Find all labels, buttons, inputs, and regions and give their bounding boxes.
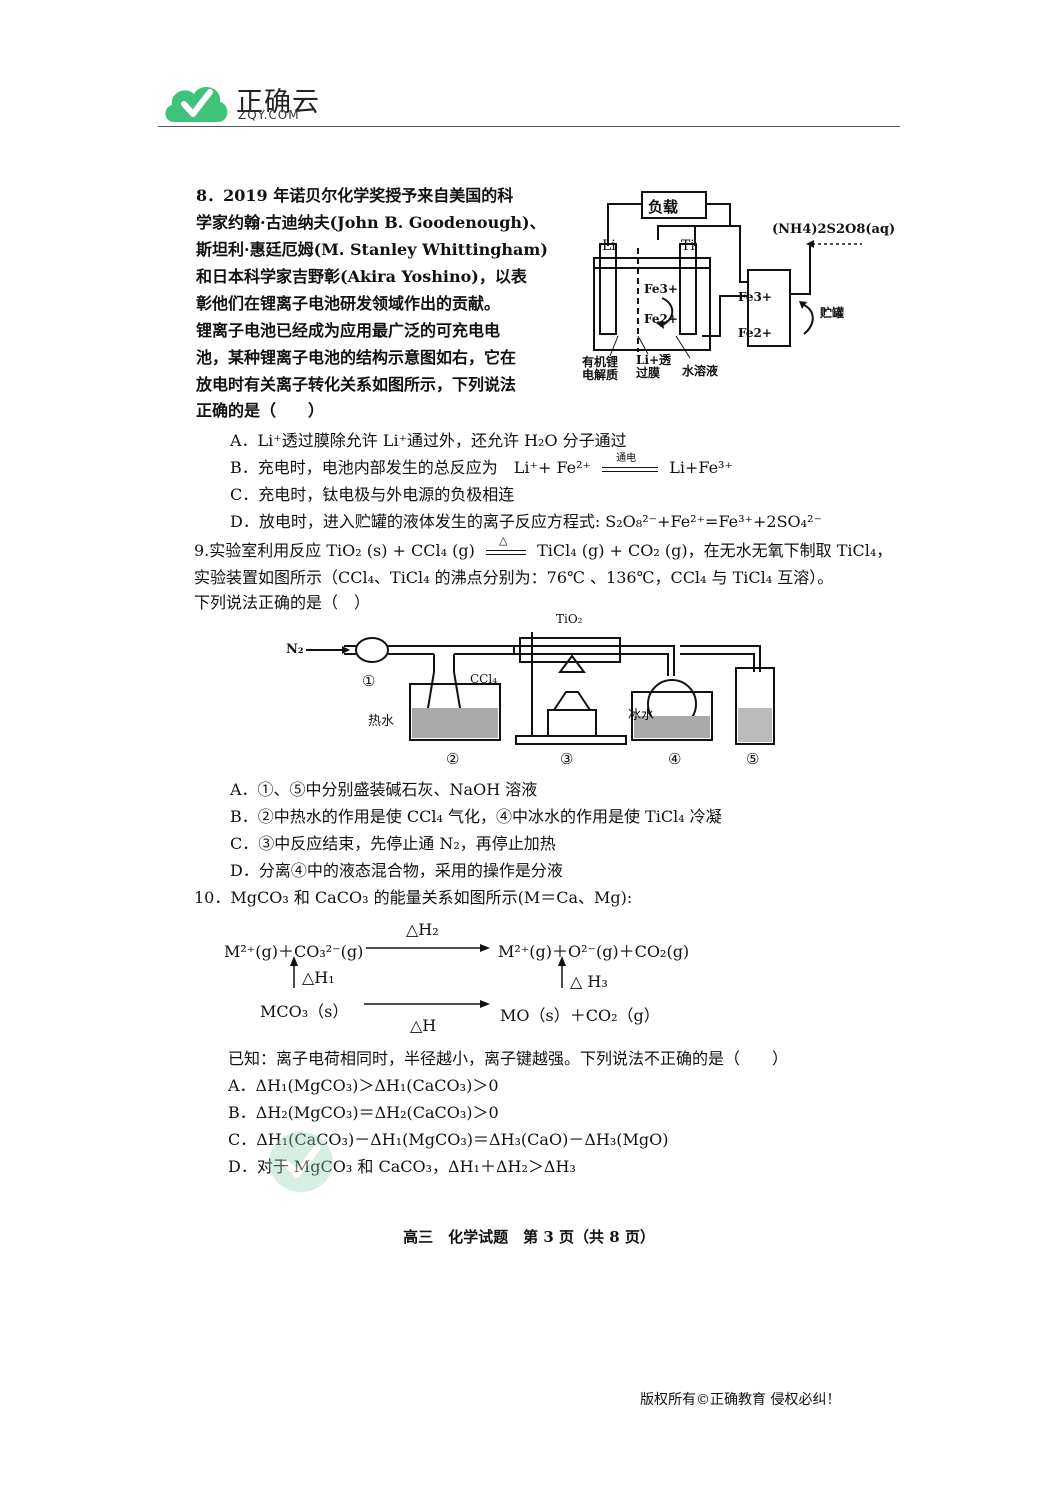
q9-line-2: 实验装置如图所示（CCl₄、TiCl₄ 的沸点分别为：76℃ 、136℃，CCl… bbox=[194, 568, 834, 587]
header-divider bbox=[158, 126, 900, 127]
membrane-label: Li+透过膜 bbox=[636, 353, 672, 380]
q9-option-c: C．③中反应结束，先停止通 N₂，再停止加热 bbox=[230, 834, 556, 853]
q8-option-d: D．放电时，进入贮罐的液体发生的离子反应方程式: S₂O₈²⁻+Fe²⁺=Fe³… bbox=[230, 512, 822, 531]
q9-line-3: 下列说法正确的是（ ） bbox=[194, 593, 371, 612]
ti-electrode-label: Ti bbox=[681, 238, 695, 254]
cycle-dh3-label: △ H₃ bbox=[570, 972, 608, 991]
apparatus-3-label: ③ bbox=[560, 750, 574, 768]
q10-option-b: B．ΔH₂(MgCO₃)＝ΔH₂(CaCO₃)＞0 bbox=[228, 1103, 499, 1122]
fe2-left-label: Fe2+ bbox=[644, 312, 678, 326]
cycle-dh-label: △H bbox=[410, 1016, 437, 1035]
logo-subtitle: ZQY.COM bbox=[238, 108, 300, 122]
q8-option-c: C．充电时，钛电极与外电源的负极相连 bbox=[230, 485, 515, 504]
n2-inlet-label: N₂ bbox=[286, 642, 304, 657]
electrolyte-label: 有机锂电解质 bbox=[582, 355, 619, 382]
logo bbox=[160, 78, 232, 126]
tank-label: 贮罐 bbox=[820, 306, 845, 320]
fe2-right-label: Fe2+ bbox=[738, 326, 772, 340]
q8-option-a: A．Li⁺透过膜除允许 Li⁺通过外，还允许 H₂O 分子通过 bbox=[230, 431, 627, 450]
q8-option-b-product: Li+Fe³⁺ bbox=[669, 458, 733, 477]
q9-line-1: 9.实验室利用反应 TiO₂ (s) + CCl₄ (g) △ TiCl₄ (g… bbox=[194, 534, 893, 561]
apparatus-1-label: ① bbox=[362, 672, 376, 690]
cycle-dh2-label: △H₂ bbox=[406, 920, 439, 939]
logo-title: 正确云 bbox=[236, 87, 320, 118]
q10-known: 已知：离子电荷相同时，半径越小，离子键越强。下列说法不正确的是（ ） bbox=[228, 1049, 789, 1068]
cycle-top-right: M²⁺(g)＋O²⁻(g)＋CO₂(g) bbox=[498, 942, 690, 961]
q9-option-d: D．分离④中的液态混合物，采用的操作是分液 bbox=[230, 861, 563, 880]
electrolysis-condition: 通电 bbox=[616, 452, 637, 464]
heating-arrow: △ bbox=[485, 534, 526, 560]
reagent-label: (NH4)2S2O8(aq) bbox=[772, 222, 896, 237]
q8-line: 锂离子电池已经成为应用最广泛的可充电电 bbox=[196, 321, 501, 340]
energy-cycle-diagram: M²⁺(g)＋CO₃²⁻(g) M²⁺(g)＋O²⁻(g)＋CO₂(g) △H₂… bbox=[220, 916, 700, 1040]
q10-option-d: D．对于 MgCO₃ 和 CaCO₃，ΔH₁＋ΔH₂＞ΔH₃ bbox=[228, 1157, 576, 1176]
cycle-bottom-right: MO（s）＋CO₂（g） bbox=[500, 1006, 660, 1025]
cycle-dh1-label: △H₁ bbox=[302, 968, 335, 987]
aqueous-label: 水溶液 bbox=[682, 364, 719, 378]
q8-line: 放电时有关离子转化关系如图所示，下列说法 bbox=[196, 375, 517, 394]
q8-option-b: B．充电时，电池内部发生的总反应为 Li⁺+ Fe²⁺ 通电 Li+Fe³⁺ bbox=[230, 453, 733, 478]
watermark-check-icon bbox=[269, 1132, 333, 1192]
q8-line: 池，某种锂离子电池的结构示意图如右，它在 bbox=[196, 348, 517, 367]
q9-option-b: B．②中热水的作用是使 CCl₄ 气化，④中冰水的作用是使 TiCl₄ 冷凝 bbox=[230, 807, 722, 826]
q10-option-a: A．ΔH₁(MgCO₃)＞ΔH₁(CaCO₃)＞0 bbox=[228, 1076, 499, 1095]
cycle-top-left: M²⁺(g)＋CO₃²⁻(g) bbox=[224, 942, 364, 961]
q8-line: 8．2019 年诺贝尔化学奖授予来自美国的科 bbox=[196, 186, 514, 205]
watermark bbox=[265, 1118, 341, 1204]
q8-option-b-text: B．充电时，电池内部发生的总反应为 Li⁺+ Fe²⁺ bbox=[230, 458, 591, 477]
load-label: 负载 bbox=[648, 198, 679, 216]
q10-line-1: 10．MgCO₃ 和 CaCO₃ 的能量关系如图所示(M＝Ca、Mg): bbox=[194, 888, 633, 907]
q9-reaction-products: TiCl₄ (g) + CO₂ (g)，在无水无氧下制取 TiCl₄， bbox=[537, 541, 893, 560]
hot-water-label: 热水 bbox=[368, 714, 395, 729]
copyright-notice: 版权所有©正确教育 侵权必纠！ bbox=[640, 1392, 841, 1408]
q8-line: 和日本科学家吉野彰(Akira Yoshino)，以表 bbox=[196, 267, 527, 286]
q8-line: 学家约翰·古迪纳夫(John B. Goodenough)、 bbox=[196, 213, 546, 232]
q10-option-c: C．ΔH₁(CaCO₃)－ΔH₁(MgCO₃)＝ΔH₃(CaO)－ΔH₃(MgO… bbox=[228, 1130, 669, 1149]
cloud-check-icon bbox=[165, 87, 228, 122]
tio2-label: TiO₂ bbox=[556, 612, 583, 626]
apparatus-2-label: ② bbox=[446, 750, 460, 768]
fe3-right-label: Fe3+ bbox=[738, 290, 772, 304]
q9-option-a: A．①、⑤中分别盛装碱石灰、NaOH 溶液 bbox=[230, 780, 538, 799]
apparatus-diagram: N₂ TiO₂ CCl₄ 热水 冰水 ① ② ③ ④ ⑤ bbox=[284, 612, 784, 772]
apparatus-5-label: ⑤ bbox=[746, 750, 760, 768]
q8-line: 斯坦利·惠廷厄姆(M. Stanley Whittingham) bbox=[196, 240, 548, 259]
ice-water-label: 冰水 bbox=[628, 708, 655, 723]
heating-condition: △ bbox=[498, 533, 508, 547]
electrolysis-arrow: 通电 bbox=[602, 453, 659, 477]
apparatus-4-label: ④ bbox=[668, 750, 682, 768]
q8-line: 彰他们在锂离子电池研发领域作出的贡献。 bbox=[196, 294, 501, 313]
li-electrode-label: Li bbox=[602, 238, 616, 254]
battery-diagram: 负载 Li Ti (NH4)2S2O8(aq) Fe3+ Fe2+ Fe3+ F… bbox=[580, 186, 895, 386]
ccl4-label: CCl₄ bbox=[470, 672, 498, 686]
fe3-left-label: Fe3+ bbox=[644, 282, 678, 296]
q8-line: 正确的是（ ） bbox=[196, 401, 325, 420]
cycle-bottom-left: MCO₃（s） bbox=[260, 1002, 349, 1021]
page-footer: 高三 化学试题 第 3 页（共 8 页） bbox=[403, 1228, 655, 1246]
q9-reaction-reactants: 9.实验室利用反应 TiO₂ (s) + CCl₄ (g) bbox=[194, 541, 475, 560]
